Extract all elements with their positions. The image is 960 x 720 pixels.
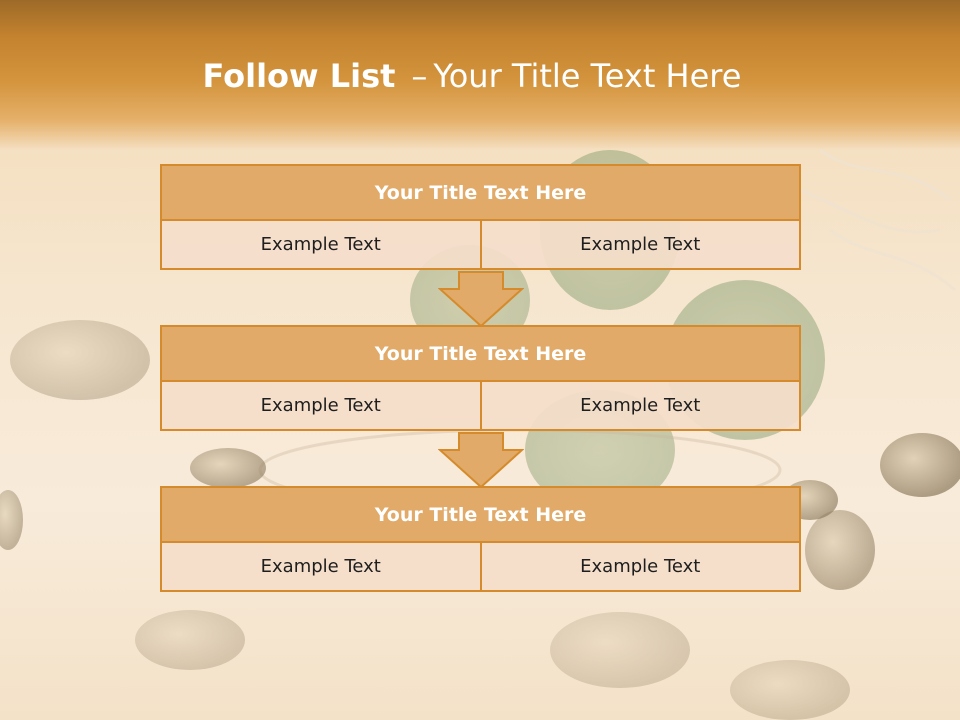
slide-title-bold: Follow List: [202, 57, 396, 95]
block-title[interactable]: Your Title Text Here: [160, 164, 801, 221]
block-cell-left[interactable]: Example Text: [160, 221, 482, 270]
slide-title: Follow List–Your Title Text Here: [0, 56, 944, 96]
block-cell-right[interactable]: Example Text: [481, 382, 801, 431]
slide-title-dash: –: [411, 57, 428, 95]
block-cells: Example Text Example Text: [160, 221, 801, 270]
block-cell-left[interactable]: Example Text: [160, 382, 482, 431]
block-cells: Example Text Example Text: [160, 543, 801, 592]
down-arrow-icon: [438, 271, 524, 327]
block-cells: Example Text Example Text: [160, 382, 801, 431]
block-title[interactable]: Your Title Text Here: [160, 325, 801, 382]
flow-block-2: Your Title Text Here Example Text Exampl…: [160, 325, 801, 431]
flow-block-3: Your Title Text Here Example Text Exampl…: [160, 486, 801, 592]
block-cell-right[interactable]: Example Text: [481, 543, 801, 592]
down-arrow-icon: [438, 432, 524, 488]
header-band: [0, 0, 960, 150]
block-title[interactable]: Your Title Text Here: [160, 486, 801, 543]
slide-title-rest: Your Title Text Here: [433, 57, 742, 95]
block-cell-left[interactable]: Example Text: [160, 543, 482, 592]
flow-block-1: Your Title Text Here Example Text Exampl…: [160, 164, 801, 270]
block-cell-right[interactable]: Example Text: [481, 221, 801, 270]
